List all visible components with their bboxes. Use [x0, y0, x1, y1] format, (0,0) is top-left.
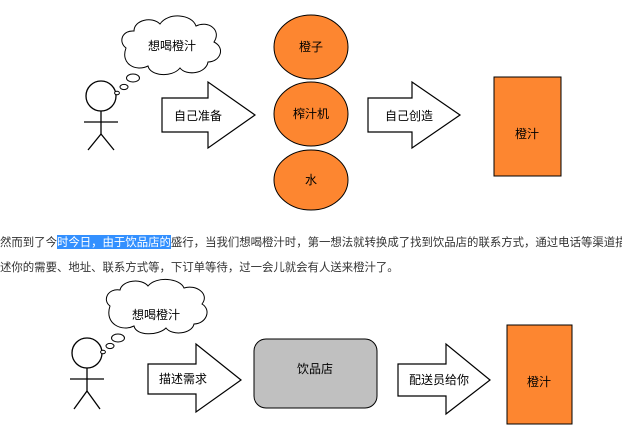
- person-figure: [84, 80, 118, 151]
- result-juice-bottom-label: 橙汁: [527, 374, 551, 389]
- thought-bubble-text: 想喝橙汁: [148, 38, 196, 53]
- arrow-describe-need: 描述需求: [147, 342, 242, 414]
- arrow-delivery: 配送员给你: [397, 342, 491, 416]
- diagram-order-from-shop: 想喝橙汁 描述需求 饮品店 配送员给你 橙汁: [70, 279, 573, 425]
- arrow-self-create: 自己创造: [367, 80, 462, 150]
- ingredient-water-label: 水: [305, 173, 317, 187]
- arrow-delivery-label: 配送员给你: [409, 372, 469, 387]
- diagram-self-prepare: 想喝橙汁 自己准备 橙子 榨汁机 水 自己创造 橙汁: [84, 14, 562, 211]
- ingredient-water: 水: [273, 149, 349, 211]
- ingredient-orange-label: 橙子: [299, 39, 323, 54]
- paragraph-line-2: 述你的需要、地址、联系方式等，下订单等待，过一会儿就会有人送来橙汁了。: [0, 260, 399, 274]
- selected-text-highlight[interactable]: 时今日，由于饮品店的: [56, 235, 171, 249]
- result-juice-box: 橙汁: [493, 76, 562, 177]
- paragraph-line-1-suffix: 盛行，当我们想喝橙汁时，第一想法就转换成了找到饮品店的联系方式，通过电话等渠道描: [170, 235, 622, 249]
- body-paragraph: 然而到了今时今日，由于饮品店的盛行，当我们想喝橙汁时，第一想法就转换成了找到饮品…: [0, 230, 622, 280]
- paragraph-line-1: 然而到了今时今日，由于饮品店的盛行，当我们想喝橙汁时，第一想法就转换成了找到饮品…: [0, 230, 622, 255]
- ingredient-juicer-label: 榨汁机: [293, 106, 329, 121]
- arrow-self-create-label: 自己创造: [385, 109, 433, 123]
- person-figure-bottom: [70, 337, 104, 410]
- arrow-self-prepare: 自己准备: [161, 80, 257, 150]
- arrow-self-prepare-label: 自己准备: [174, 109, 222, 123]
- shop-box: 饮品店: [253, 338, 378, 409]
- thought-bubble: 想喝橙汁: [114, 15, 222, 96]
- result-juice-box-bottom: 橙汁: [506, 324, 573, 425]
- thought-bubble-bottom: 想喝橙汁: [100, 279, 208, 355]
- arrow-describe-need-label: 描述需求: [159, 372, 207, 386]
- ingredient-juicer: 榨汁机: [273, 81, 349, 147]
- paragraph-line-1-prefix: 然而到了今: [0, 235, 57, 249]
- shop-label: 饮品店: [297, 362, 333, 376]
- result-juice-label: 橙汁: [515, 126, 539, 141]
- ingredient-orange: 橙子: [273, 14, 349, 80]
- thought-bubble-bottom-text: 想喝橙汁: [132, 307, 180, 322]
